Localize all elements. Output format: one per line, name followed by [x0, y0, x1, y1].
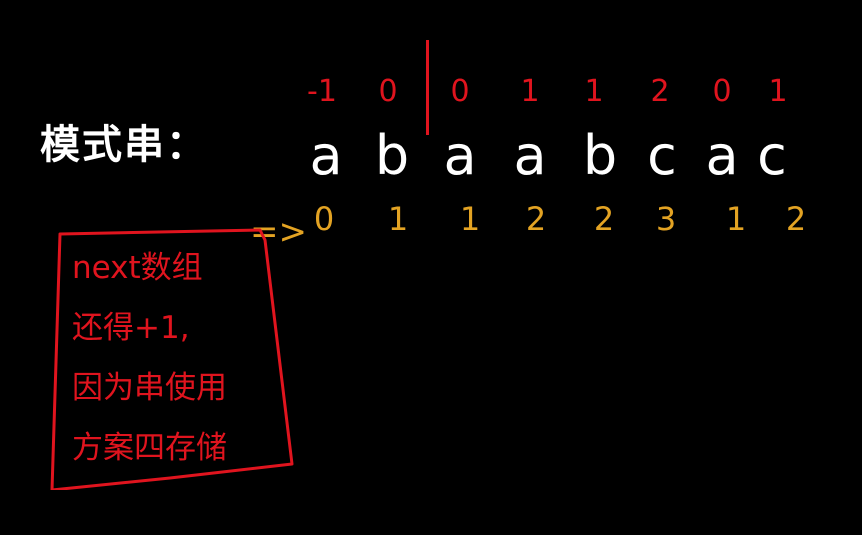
next-value: 1: [459, 200, 481, 238]
note-line: 因为串使用: [72, 370, 227, 406]
divider-line: [426, 40, 429, 135]
next-value: 2: [593, 200, 615, 238]
top-value: 0: [712, 74, 732, 109]
pattern-char: a: [513, 124, 547, 187]
pattern-char: a: [443, 124, 477, 187]
next-value: 2: [785, 200, 807, 238]
next-value: 0: [313, 200, 335, 238]
note-line: 还得+1,: [72, 310, 190, 346]
pattern-char: a: [705, 124, 739, 187]
note-box: next数组 还得+1, 因为串使用 方案四存储: [50, 228, 295, 490]
top-value: 1: [768, 74, 788, 109]
next-value: 2: [525, 200, 547, 238]
pattern-char: a: [309, 124, 343, 187]
note-box-outline: [50, 228, 294, 490]
pattern-char: c: [757, 124, 787, 187]
top-value: -1: [307, 74, 337, 109]
top-value: 0: [378, 74, 398, 109]
pattern-string-label: 模式串：: [40, 122, 208, 168]
note-line: next数组: [72, 250, 203, 286]
pattern-char: b: [374, 124, 410, 187]
next-value: 1: [725, 200, 747, 238]
pattern-char: c: [647, 124, 677, 187]
top-value: 1: [520, 74, 540, 109]
top-value: 0: [450, 74, 470, 109]
top-value: 1: [584, 74, 604, 109]
next-value: 1: [387, 200, 409, 238]
pattern-char: b: [582, 124, 618, 187]
note-line: 方案四存储: [72, 430, 227, 466]
next-value: 3: [655, 200, 677, 238]
top-value: 2: [650, 74, 670, 109]
